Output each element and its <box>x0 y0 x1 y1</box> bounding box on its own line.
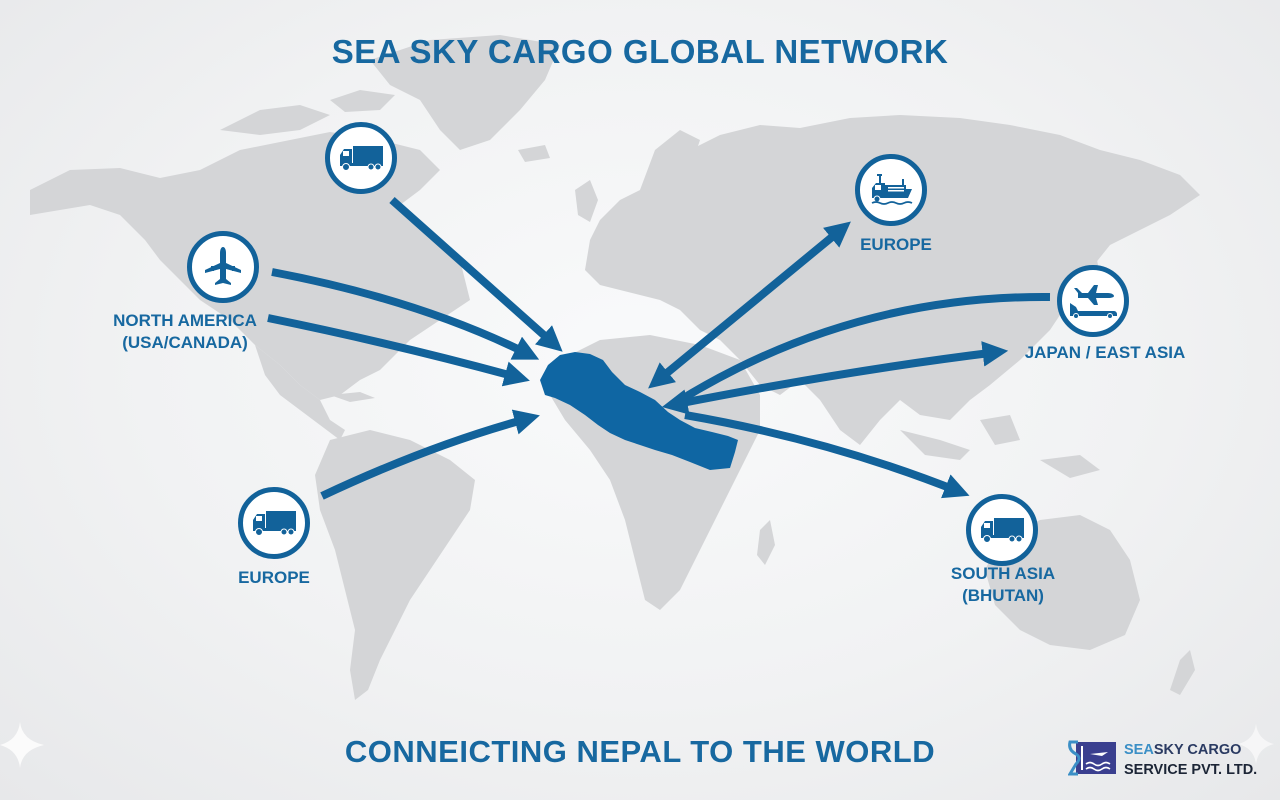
arrow-nepal-east-asia-bidirectional <box>661 341 1009 415</box>
label-japan-east-asia: JAPAN / EAST ASIA <box>1024 343 1186 362</box>
truck-icon <box>340 146 383 171</box>
plane-truck-icon <box>1070 285 1117 319</box>
label-north-america: NORTH AMERICA (USA/CANADA) <box>113 311 257 352</box>
node-japan-east-asia <box>1057 265 1129 337</box>
node-south-asia <box>966 494 1038 566</box>
node-south-america-europe <box>238 487 310 559</box>
nepal-hub-shape <box>540 352 738 470</box>
arrow-nepal-to-south-asia <box>684 411 970 499</box>
ship-truck-icon <box>871 174 913 205</box>
arrow-north-america-lower-to-nepal <box>267 314 530 387</box>
sparkle-icon <box>1238 724 1274 764</box>
arrow-south-america-to-nepal <box>320 409 540 500</box>
label-europe: EUROPE <box>860 235 932 254</box>
greenland-landmass <box>370 35 560 150</box>
company-logo: SEASKY CARGO SERVICE PVT. LTD. <box>1068 740 1268 780</box>
arrow-north-america-upper-to-nepal <box>271 268 540 360</box>
eurasia-landmass <box>585 115 1200 445</box>
company-name: SEASKY CARGO SERVICE PVT. LTD. <box>1124 742 1258 778</box>
node-europe <box>855 154 927 226</box>
arrow-north-truck-to-nepal <box>389 197 563 352</box>
label-south-america-europe: EUROPE <box>238 568 310 587</box>
truck-icon <box>981 518 1024 543</box>
south-america-landmass <box>315 430 475 700</box>
page-title: SEA SKY CARGO GLOBAL NETWORK <box>331 33 949 70</box>
seasky-logo-icon <box>1068 740 1116 776</box>
label-south-asia: SOUTH ASIA (BHUTAN) <box>950 564 1056 605</box>
tagline: CONNEICTING NEPAL TO THE WORLD <box>344 734 936 769</box>
airplane-icon <box>205 247 241 285</box>
sparkle-icon <box>0 722 44 768</box>
node-north-truck <box>325 122 397 194</box>
node-north-america <box>187 231 259 303</box>
truck-icon <box>253 511 296 536</box>
